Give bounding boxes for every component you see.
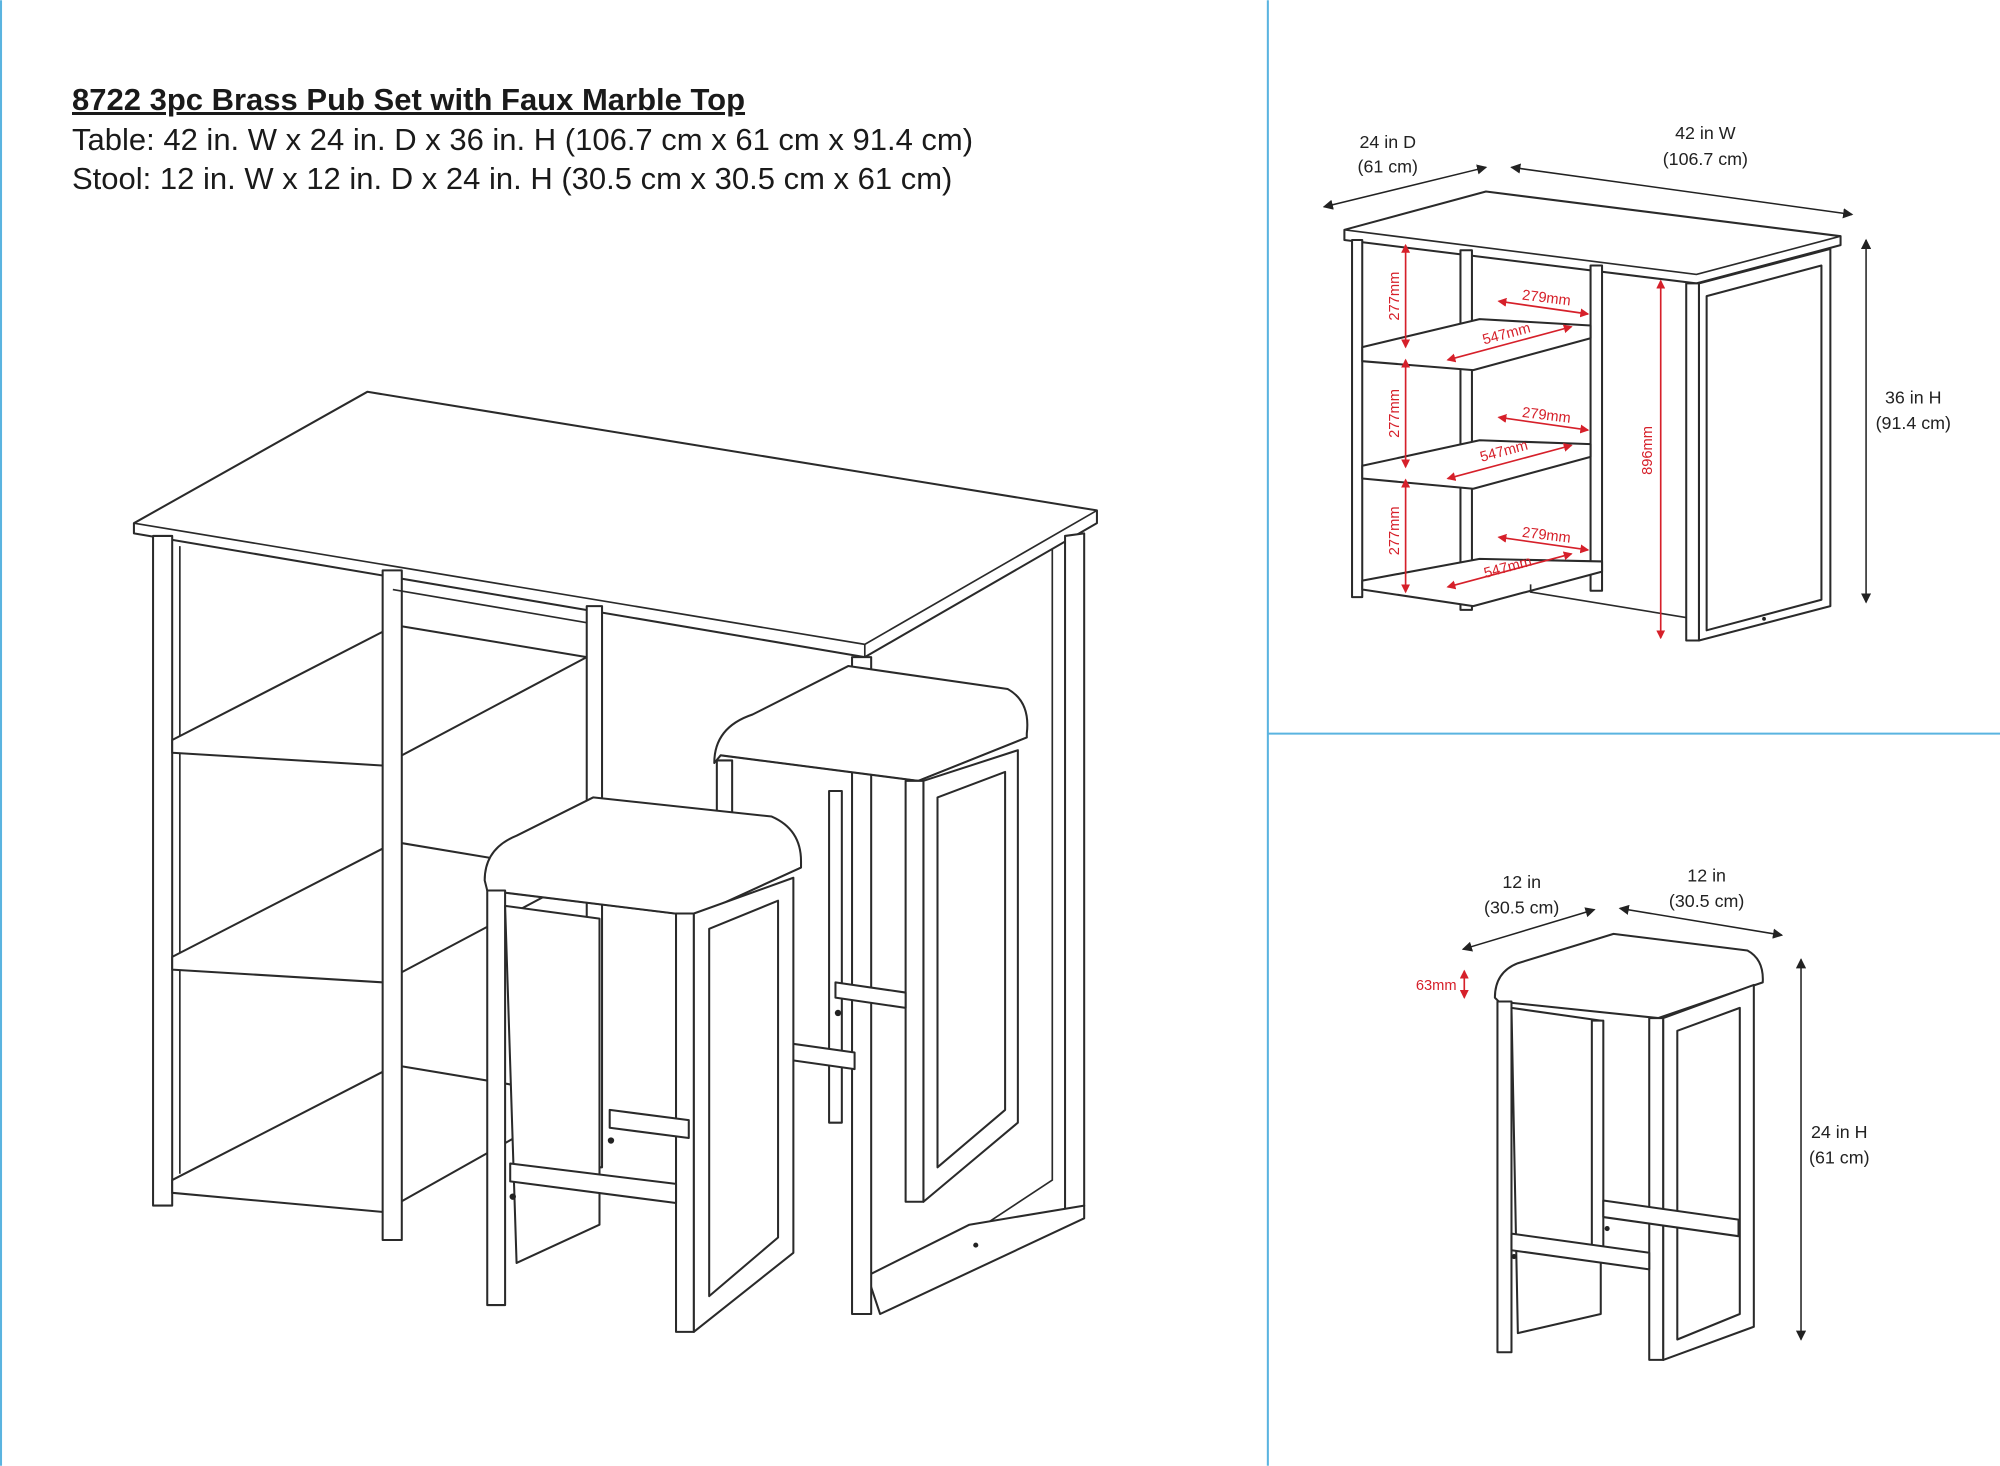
stool-width-in: 12 in — [1687, 866, 1726, 886]
seat-thickness: 63mm — [1416, 978, 1457, 994]
shelf-gap-2: 277mm — [1387, 389, 1403, 438]
table-depth-in: 24 in D — [1359, 132, 1416, 152]
stool-width-cm: (30.5 cm) — [1669, 891, 1744, 911]
stool-spec: Stool: 12 in. W x 12 in. D x 24 in. H (3… — [72, 161, 953, 196]
shelf-width-3: 279mm — [1521, 525, 1571, 547]
table-width-cm: (106.7 cm) — [1663, 149, 1748, 169]
stool-height-in: 24 in H — [1811, 1122, 1868, 1142]
shelf-gap-1: 277mm — [1387, 272, 1403, 321]
product-title: 8722 3pc Brass Pub Set with Faux Marble … — [72, 82, 746, 117]
shelf-width-1: 279mm — [1521, 288, 1571, 310]
table-clearance: 896mm — [1640, 426, 1656, 475]
stool-depth-cm: (30.5 cm) — [1484, 897, 1559, 917]
front-stool-illustration — [483, 796, 803, 1333]
table-height-in: 36 in H — [1885, 387, 1942, 407]
shelf-width-2: 279mm — [1521, 405, 1571, 427]
table-height-cm: (91.4 cm) — [1876, 413, 1951, 433]
spec-header: 8722 3pc Brass Pub Set with Faux Marble … — [72, 80, 973, 198]
table-dimension-diagram: 24 in D (61 cm) 42 in W (106.7 cm) 36 in… — [1322, 123, 1951, 642]
table-spec: Table: 42 in. W x 24 in. D x 36 in. H (1… — [72, 122, 974, 157]
stool-depth-in: 12 in — [1502, 872, 1541, 892]
back-stool-illustration — [713, 665, 1029, 1203]
table-width-in: 42 in W — [1675, 123, 1736, 143]
table-depth-cm: (61 cm) — [1358, 156, 1418, 176]
stool-height-cm: (61 cm) — [1809, 1147, 1869, 1167]
stool-dimension-diagram: 12 in (30.5 cm) 12 in (30.5 cm) 24 in H … — [1416, 866, 1870, 1361]
shelf-gap-3: 277mm — [1387, 506, 1403, 555]
main-table-illustration — [132, 390, 1098, 1316]
